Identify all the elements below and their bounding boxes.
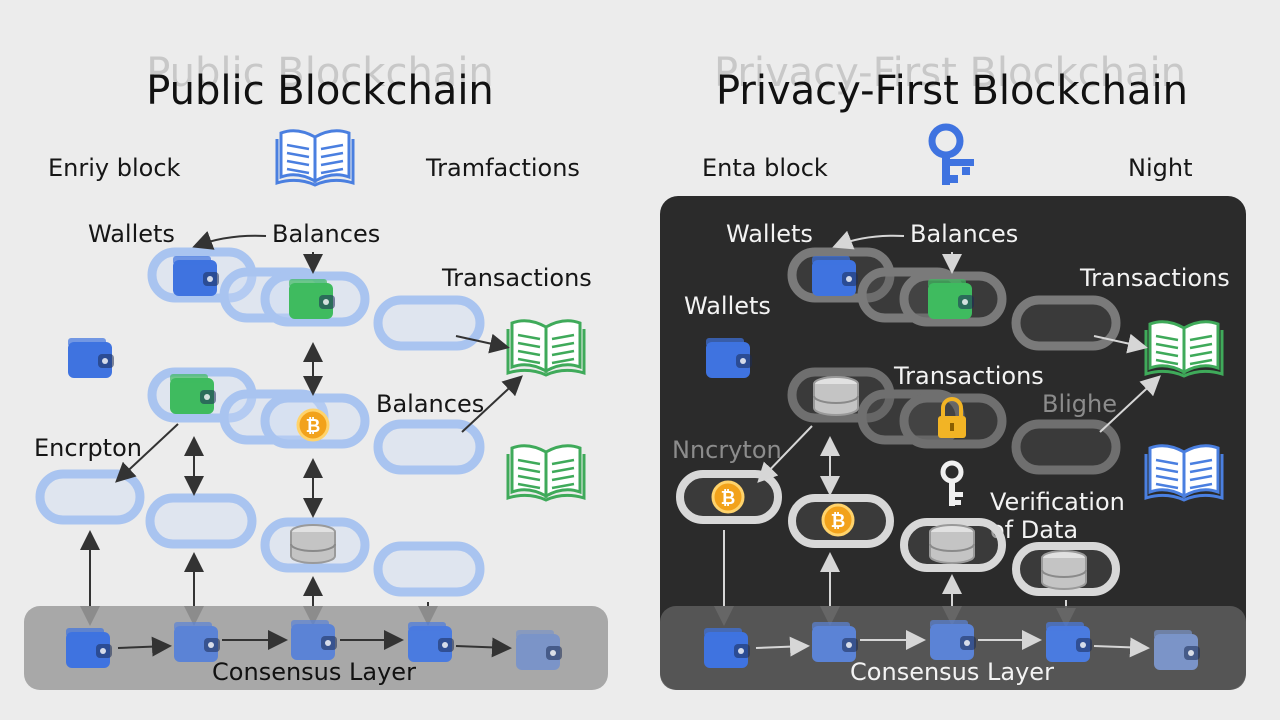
wallet-icon bbox=[1046, 622, 1092, 662]
wallet-icon bbox=[291, 620, 337, 660]
wallet-icon bbox=[1154, 630, 1200, 670]
wallet-icon bbox=[930, 620, 976, 660]
label-verification-1: Verification bbox=[990, 488, 1125, 516]
wallet-icon bbox=[408, 622, 454, 662]
consensus-arrows-right bbox=[755, 630, 1150, 658]
wallet-icon bbox=[289, 279, 335, 319]
label-wallets: Wallets bbox=[88, 220, 175, 248]
open-book-icon bbox=[275, 129, 355, 187]
consensus-layer-label-right: Consensus Layer bbox=[850, 658, 1054, 686]
database-icon bbox=[290, 524, 336, 564]
consensus-arrows-left bbox=[117, 630, 512, 658]
label-transactions-mid-right: Transactions bbox=[893, 362, 1044, 390]
wallet-icon bbox=[812, 256, 858, 296]
key-icon bbox=[940, 460, 964, 506]
label-night: Night bbox=[1128, 154, 1192, 182]
wallet-icon bbox=[706, 338, 752, 378]
padlock-icon bbox=[938, 397, 966, 438]
label-wallets-right: Wallets bbox=[726, 220, 813, 248]
database-icon bbox=[813, 376, 859, 416]
open-book-icon bbox=[506, 444, 586, 502]
public-title: Public Blockchain bbox=[146, 68, 494, 114]
title-ghost-right: Privacy-First Blockchain bbox=[714, 50, 1186, 96]
bitcoin-coin-icon bbox=[711, 480, 745, 514]
wallet-icon bbox=[812, 622, 858, 662]
wallet-icon bbox=[173, 256, 219, 296]
label-entry-block: Enriy block bbox=[48, 154, 181, 182]
wallet-icon bbox=[68, 338, 114, 378]
wallet-icon bbox=[704, 628, 750, 668]
label-balances-right: Balances bbox=[910, 220, 1018, 248]
database-icon bbox=[1041, 550, 1087, 590]
title-ghost-left: Public Blockchain bbox=[146, 50, 494, 96]
label-transactions-top-right: Transactions bbox=[1079, 264, 1230, 292]
privacy-title: Privacy-First Blockchain bbox=[716, 68, 1188, 114]
public-blockchain-panel: Public Blockchain Public Blockchain Enri… bbox=[24, 50, 608, 690]
wallet-icon bbox=[66, 628, 112, 668]
bitcoin-coin-icon bbox=[296, 408, 330, 442]
label-transactions-top: Tramfactions bbox=[425, 154, 580, 182]
label-entry-block-right: Enta block bbox=[702, 154, 828, 182]
consensus-layer-label: Consensus Layer bbox=[212, 658, 416, 686]
label-transactions: Transactions bbox=[441, 264, 592, 292]
open-book-icon bbox=[506, 319, 586, 377]
label-blighe: Blighe bbox=[1042, 390, 1117, 418]
database-icon bbox=[929, 524, 975, 564]
bitcoin-coin-icon bbox=[821, 503, 855, 537]
chain-row-3 bbox=[35, 469, 485, 597]
label-balances-mid: Balances bbox=[376, 390, 484, 418]
label-encryption-right: Nncryton bbox=[672, 436, 782, 464]
key-icon bbox=[928, 123, 974, 185]
wallet-icon bbox=[928, 279, 974, 319]
label-wallets-side: Wallets bbox=[684, 292, 771, 320]
chain-row-2 bbox=[147, 367, 485, 475]
flow-arrows-left bbox=[80, 231, 523, 626]
wallet-icon bbox=[174, 622, 220, 662]
wallet-icon bbox=[170, 374, 216, 414]
label-balances-top: Balances bbox=[272, 220, 380, 248]
wallet-icon bbox=[516, 630, 562, 670]
privacy-first-blockchain-panel: Privacy-First Blockchain Privacy-First B… bbox=[660, 50, 1246, 690]
label-encryption: Encrpton bbox=[34, 434, 142, 462]
